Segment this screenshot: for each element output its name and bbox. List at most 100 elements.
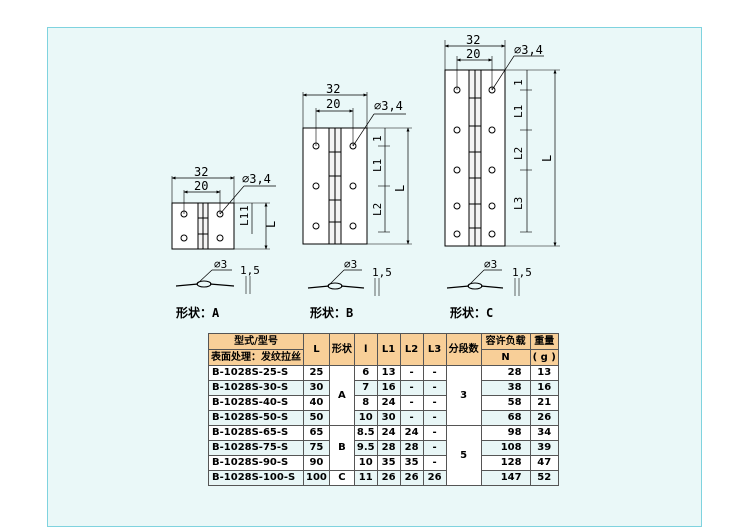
header-weight-unit: ( g ) xyxy=(529,349,559,366)
cell-weight: 16 xyxy=(529,380,559,396)
cell-l2: 28 xyxy=(399,440,424,456)
cell-weight: 13 xyxy=(529,365,559,381)
drawing-a-dim-1: 1 xyxy=(238,205,251,212)
drawing-c-dim-l3: L3 xyxy=(512,197,525,210)
cell-l-total: 90 xyxy=(303,455,330,471)
cell-l: 10 xyxy=(353,410,378,426)
cell-load: 38 xyxy=(480,380,531,396)
table-header-row: 型式/型号 L 形状 l L1 L2 L3 分段数 容许负载 重量 xyxy=(208,333,559,366)
cell-l: 6 xyxy=(353,365,378,381)
cell-load: 98 xyxy=(480,425,531,441)
cell-l2: 24 xyxy=(399,425,424,441)
cell-l1: 26 xyxy=(376,470,401,486)
cell-l1: 24 xyxy=(376,395,401,411)
cell-segments: 3 xyxy=(445,365,482,426)
cell-weight: 47 xyxy=(529,455,559,471)
cell-l3: - xyxy=(422,380,447,396)
cell-weight: 34 xyxy=(529,425,559,441)
header-segments: 分段数 xyxy=(445,333,482,366)
cell-l2: 35 xyxy=(399,455,424,471)
cell-model: B-1028S-50-S xyxy=(208,410,304,426)
cell-load: 128 xyxy=(480,455,531,471)
header-shape: 形状 xyxy=(328,333,355,366)
cell-shape: B xyxy=(328,425,355,471)
cell-weight: 52 xyxy=(529,470,559,486)
header-load: 容许负载 xyxy=(480,333,531,350)
cell-l2: 26 xyxy=(399,470,424,486)
cell-l2: - xyxy=(399,395,424,411)
drawing-c-dim-l1: L1 xyxy=(512,105,525,118)
cell-l: 9.5 xyxy=(353,440,378,456)
drawing-a-thickness: 1,5 xyxy=(240,264,260,277)
cell-l: 8 xyxy=(353,395,378,411)
cell-segments: 5 xyxy=(445,425,482,486)
header-weight: 重量 xyxy=(529,333,559,350)
cell-l1: 13 xyxy=(376,365,401,381)
drawing-b-dim-l: L xyxy=(393,185,407,192)
cell-model: B-1028S-100-S xyxy=(208,470,304,486)
cell-model: B-1028S-75-S xyxy=(208,440,304,456)
header-l1: L1 xyxy=(376,333,401,366)
cell-l1: 28 xyxy=(376,440,401,456)
cell-l2: - xyxy=(399,380,424,396)
cell-l3: - xyxy=(422,410,447,426)
drawing-b-dim-l1: L1 xyxy=(371,159,384,172)
cell-l-total: 65 xyxy=(303,425,330,441)
drawing-b-section-dia: ∅3 xyxy=(344,258,357,271)
cell-weight: 26 xyxy=(529,410,559,426)
drawing-c-section-dia: ∅3 xyxy=(484,258,497,271)
drawing-b-dim-1: 1 xyxy=(371,135,384,142)
cell-l3: - xyxy=(422,425,447,441)
cell-l3: - xyxy=(422,395,447,411)
drawing-c-width: 32 xyxy=(466,33,480,47)
cell-l-total: 30 xyxy=(303,380,330,396)
cell-l2: - xyxy=(399,410,424,426)
drawing-c-thickness: 1,5 xyxy=(512,266,532,279)
drawing-b-dim-l2: L2 xyxy=(371,203,384,216)
drawing-b-thickness: 1,5 xyxy=(372,266,392,279)
drawing-c-dim-1: 1 xyxy=(512,79,525,86)
drawing-c-hole: ∅3,4 xyxy=(514,43,543,57)
cell-shape: A xyxy=(328,365,355,426)
drawing-c-dim-l2: L2 xyxy=(512,147,525,160)
cell-l3: - xyxy=(422,365,447,381)
cell-load: 68 xyxy=(480,410,531,426)
cell-l3: 26 xyxy=(422,470,447,486)
cell-l-total: 25 xyxy=(303,365,330,381)
cell-shape: C xyxy=(328,470,355,486)
header-finish: 表面处理：发纹拉丝 xyxy=(208,349,304,366)
header-load-unit: N xyxy=(480,349,531,366)
cell-l1: 35 xyxy=(376,455,401,471)
cell-model: B-1028S-25-S xyxy=(208,365,304,381)
cell-l1: 24 xyxy=(376,425,401,441)
cell-weight: 21 xyxy=(529,395,559,411)
cell-l-total: 50 xyxy=(303,410,330,426)
cell-l3: - xyxy=(422,455,447,471)
header-model: 型式/型号 xyxy=(208,333,304,350)
cell-l-total: 75 xyxy=(303,440,330,456)
cell-l2: - xyxy=(399,365,424,381)
table-header-row-2: 表面处理：发纹拉丝 N ( g ) xyxy=(208,349,559,366)
cell-load: 108 xyxy=(480,440,531,456)
drawing-c-dim-l: L xyxy=(540,155,554,162)
cell-model: B-1028S-40-S xyxy=(208,395,304,411)
shape-label-b: 形状：B xyxy=(310,306,354,320)
drawing-a-dim-l: L xyxy=(264,221,278,228)
cell-model: B-1028S-65-S xyxy=(208,425,304,441)
cell-l-total: 100 xyxy=(303,470,330,486)
drawing-a-section-dia: ∅3 xyxy=(214,258,227,271)
drawing-b-hole: ∅3,4 xyxy=(374,99,403,113)
shape-label-a: 形状：A xyxy=(176,306,220,320)
cell-l: 7 xyxy=(353,380,378,396)
drawing-b-pin-span: 20 xyxy=(326,97,340,111)
cell-load: 58 xyxy=(480,395,531,411)
cell-model: B-1028S-30-S xyxy=(208,380,304,396)
cell-l: 11 xyxy=(353,470,378,486)
